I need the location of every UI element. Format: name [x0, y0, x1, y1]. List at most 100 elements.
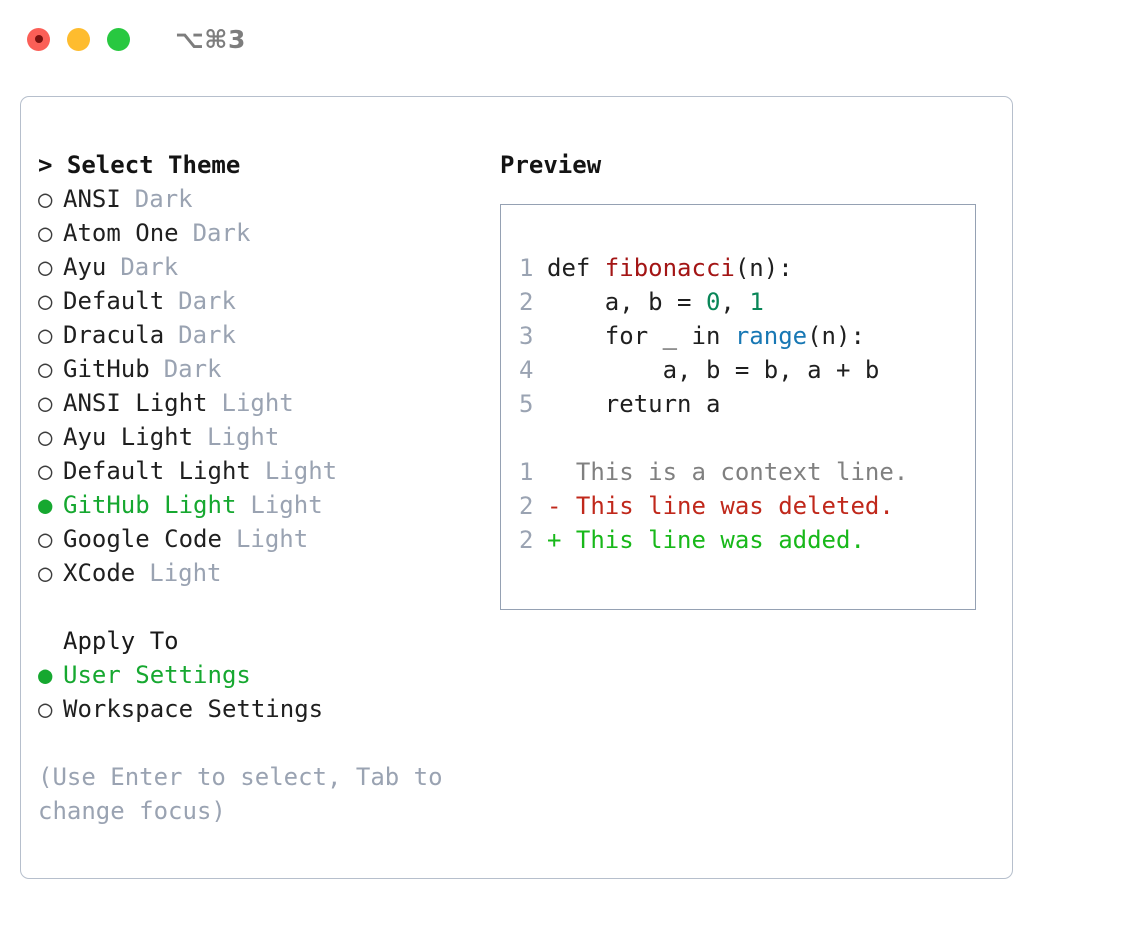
code-line: 2 a, b = 0, 1 [519, 285, 975, 319]
theme-variant-badge: Dark [134, 185, 193, 213]
code-token-plain: def [547, 254, 605, 282]
code-token-plain: a, b = [547, 288, 706, 316]
code-token-call: range [734, 322, 808, 350]
window-controls [27, 27, 130, 51]
diff-sample: 1 This is a context line.2- This line wa… [519, 455, 975, 557]
code-line-number: 5 [519, 390, 534, 418]
diff-line-number: 1 [519, 458, 534, 486]
apply-to-list: ● User Settings ○ Workspace Settings [38, 658, 488, 726]
code-line-number: 3 [519, 322, 534, 350]
select-theme-header: > Select Theme [38, 151, 241, 179]
theme-variant-badge: Light [235, 525, 309, 553]
diff-text: This is a context line. [561, 458, 909, 486]
diff-marker [547, 458, 561, 486]
diff-line-number: 2 [519, 492, 534, 520]
theme-option-label: ANSI Light [63, 389, 208, 417]
theme-option-atom-one[interactable]: ○ Atom One Dark [38, 216, 488, 250]
theme-option-github-light[interactable]: ● GitHub Light Light [38, 488, 488, 522]
maximize-window-button[interactable] [107, 27, 130, 51]
theme-variant-badge: Light [207, 423, 280, 451]
theme-variant-badge: Dark [192, 219, 251, 247]
radio-unselected-icon: ○ [38, 559, 53, 587]
radio-unselected-icon: ○ [38, 423, 53, 451]
radio-unselected-icon: ○ [38, 695, 53, 723]
radio-unselected-icon: ○ [38, 253, 53, 281]
diff-line-context: 1 This is a context line. [519, 455, 975, 489]
code-token-plain: return a [547, 390, 721, 418]
code-token-number: 1 [749, 288, 764, 316]
apply-to-option-workspace-settings[interactable]: ○ Workspace Settings [38, 692, 488, 726]
theme-option-label: Default [63, 287, 165, 315]
theme-variant-badge: Dark [163, 355, 222, 383]
code-line: 5 return a [519, 387, 975, 421]
theme-variant-badge: Light [221, 389, 294, 417]
theme-variant-badge: Dark [178, 321, 236, 349]
keyboard-shortcut-label: ⌥⌘3 [175, 24, 246, 54]
title-bar: ⌥⌘3 [0, 0, 1140, 78]
theme-option-dracula[interactable]: ○ Dracula Dark [38, 318, 488, 352]
diff-marker: - [547, 492, 562, 520]
code-token-function: fibonacci [604, 254, 735, 282]
theme-option-default[interactable]: ○ Default Dark [38, 284, 488, 318]
code-token-number: 0 [705, 288, 721, 316]
theme-variant-badge: Dark [120, 253, 179, 281]
theme-option-label: Ayu Light [63, 423, 194, 451]
radio-selected-icon: ● [38, 661, 53, 689]
theme-option-github[interactable]: ○ GitHub Dark [38, 352, 488, 386]
close-window-button[interactable] [27, 27, 50, 51]
theme-option-label: Ayu [63, 253, 107, 281]
code-token-plain: for _ in [547, 322, 735, 350]
radio-unselected-icon: ○ [38, 321, 53, 349]
radio-selected-icon: ● [38, 491, 53, 519]
diff-marker: + [547, 526, 562, 554]
theme-option-label: GitHub [63, 355, 150, 383]
code-line-number: 4 [519, 356, 534, 384]
theme-option-ayu-light[interactable]: ○ Ayu Light Light [38, 420, 488, 454]
theme-variant-badge: Dark [178, 287, 236, 315]
keyboard-hint-text: (Use Enter to select, Tab to change focu… [38, 763, 443, 825]
code-line: 3 for _ in range(n): [519, 319, 975, 353]
radio-unselected-icon: ○ [38, 355, 53, 383]
theme-variant-badge: Light [149, 559, 222, 587]
theme-option-label: Dracula [63, 321, 165, 349]
apply-to-option-label: User Settings [63, 661, 251, 689]
diff-text: This line was added. [561, 526, 865, 554]
code-token-plain: a, b = b, a + b [547, 356, 880, 384]
radio-unselected-icon: ○ [38, 219, 53, 247]
diff-line-number: 2 [519, 526, 534, 554]
diff-line-deleted: 2- This line was deleted. [519, 489, 975, 523]
code-diff-spacer [519, 421, 975, 455]
preview-header: Preview [500, 151, 602, 179]
theme-option-default-light[interactable]: ○ Default Light Light [38, 454, 488, 488]
theme-option-ayu[interactable]: ○ Ayu Dark [38, 250, 488, 284]
radio-unselected-icon: ○ [38, 287, 53, 315]
theme-variant-badge: Light [250, 491, 323, 519]
theme-variant-badge: Light [264, 457, 338, 485]
minimize-window-button[interactable] [67, 27, 90, 51]
theme-option-xcode[interactable]: ○ XCode Light [38, 556, 488, 590]
hint-spacer [38, 726, 488, 760]
theme-option-label: GitHub Light [63, 491, 237, 519]
theme-option-label: XCode [63, 559, 136, 587]
diff-line-added: 2 + This line was added. [519, 523, 975, 557]
theme-option-label: ANSI [63, 185, 121, 213]
theme-option-label: Default Light [63, 457, 251, 485]
code-line: 4 a, b = b, a + b [519, 353, 975, 387]
code-token-plain: (n): [734, 254, 793, 282]
list-spacer [38, 590, 488, 624]
theme-option-label: Google Code [63, 525, 222, 553]
theme-option-label: Atom One [63, 219, 179, 247]
apply-to-option-user-settings[interactable]: ● User Settings [38, 658, 488, 692]
radio-unselected-icon: ○ [38, 457, 53, 485]
apply-to-option-label: Workspace Settings [63, 695, 324, 723]
